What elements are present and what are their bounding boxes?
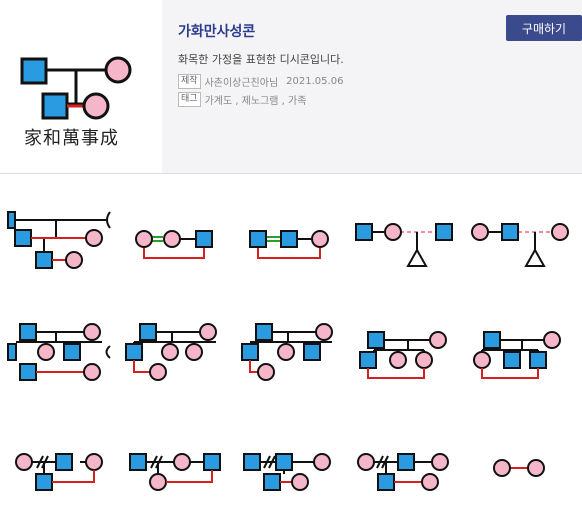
emoticon-7[interactable] bbox=[120, 318, 230, 398]
tags-row: 태그 가계도 , 제노그램 , 가족 bbox=[178, 91, 306, 107]
genogram-icon bbox=[129, 453, 221, 491]
genogram-icon bbox=[125, 323, 217, 381]
emoticon-5[interactable] bbox=[466, 208, 576, 288]
author-label: 제작 bbox=[178, 73, 201, 89]
emoticon-12[interactable] bbox=[124, 438, 234, 518]
genogram-icon bbox=[473, 331, 561, 379]
author-name[interactable]: 사촌이상근친아님 bbox=[204, 77, 279, 89]
emoticon-9[interactable] bbox=[354, 318, 464, 398]
genogram-icon bbox=[7, 211, 111, 269]
genogram-icon bbox=[135, 230, 213, 259]
emoticon-3[interactable] bbox=[244, 208, 354, 288]
emoticon-6[interactable] bbox=[6, 318, 116, 398]
emoticon-11[interactable] bbox=[8, 438, 118, 518]
product-header: 家和萬事成 가화만사성콘 구매하기 화목한 가정을 표현한 디시콘입니다. 제작… bbox=[0, 0, 582, 174]
emoticon-1[interactable] bbox=[6, 208, 116, 288]
genogram-icon bbox=[7, 323, 111, 381]
emoticon-15[interactable] bbox=[472, 438, 582, 518]
genogram-logo bbox=[20, 56, 132, 120]
tags-label: 태그 bbox=[178, 91, 201, 107]
tag-list[interactable]: 가계도 , 제노그램 , 가족 bbox=[204, 95, 307, 107]
genogram-icon bbox=[243, 453, 331, 491]
buy-button[interactable]: 구매하기 bbox=[506, 15, 582, 41]
author-row: 제작 사촌이상근친아님 2021.05.06 bbox=[178, 73, 343, 89]
product-description: 화목한 가정을 표현한 디시콘입니다. bbox=[178, 53, 344, 66]
genogram-icon bbox=[15, 453, 103, 491]
genogram-icon bbox=[241, 323, 333, 381]
genogram-icon bbox=[249, 230, 329, 259]
emoticon-13[interactable] bbox=[238, 438, 348, 518]
genogram-icon bbox=[493, 459, 545, 477]
emoticon-grid bbox=[0, 174, 582, 515]
genogram-icon bbox=[359, 331, 447, 379]
release-date: 2021.05.06 bbox=[286, 75, 344, 87]
genogram-icon bbox=[355, 223, 453, 267]
product-title: 가화만사성콘 bbox=[178, 24, 256, 40]
emoticon-8[interactable] bbox=[236, 318, 346, 398]
emoticon-2[interactable] bbox=[128, 208, 238, 288]
thumbnail-caption: 家和萬事成 bbox=[24, 128, 119, 149]
emoticon-10[interactable] bbox=[470, 318, 580, 398]
product-thumbnail: 家和萬事成 bbox=[0, 0, 162, 173]
genogram-icon bbox=[471, 223, 569, 267]
emoticon-4[interactable] bbox=[350, 208, 460, 288]
genogram-icon bbox=[357, 453, 449, 491]
emoticon-14[interactable] bbox=[352, 438, 462, 518]
